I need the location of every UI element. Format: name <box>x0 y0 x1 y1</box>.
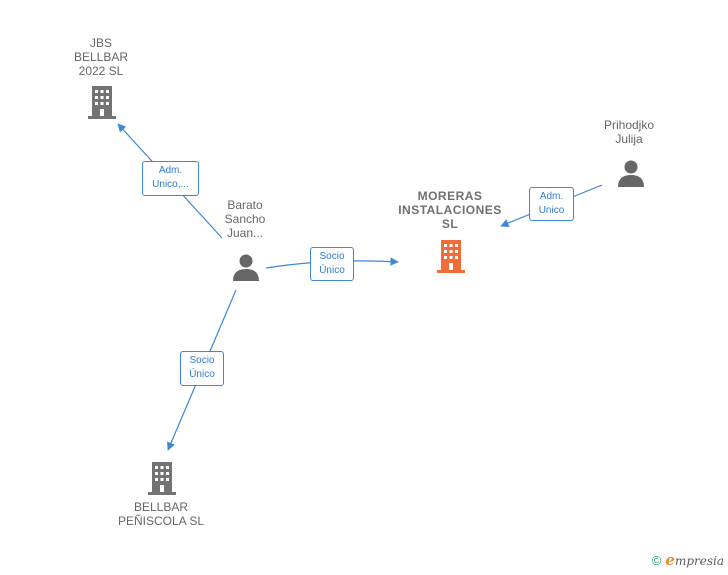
edge-label-adm-unico-jbs[interactable]: Adm. Unico,... <box>142 161 199 196</box>
footer-brand[interactable]: © empresia <box>652 551 724 569</box>
node-label-barato[interactable]: Barato Sancho Juan... <box>224 198 266 240</box>
building-icon[interactable] <box>86 84 118 120</box>
edge-label-adm-unico-moreras[interactable]: Adm. Unico <box>529 187 574 221</box>
person-icon[interactable] <box>616 158 646 188</box>
edge-label-socio-unico-bellbar[interactable]: Socio Único <box>180 351 224 386</box>
node-label-prihodjko[interactable]: Prihodjko Julija <box>603 118 655 146</box>
person-icon[interactable] <box>231 252 261 282</box>
node-label-bellbar[interactable]: BELLBAR PEÑISCOLA SL <box>117 500 205 528</box>
node-label-moreras[interactable]: MORERAS INSTALACIONES SL <box>398 189 502 231</box>
node-label-jbs[interactable]: JBS BELLBAR 2022 SL <box>73 36 129 78</box>
brand-logo: empresia <box>665 551 724 569</box>
building-icon[interactable] <box>146 460 178 496</box>
copyright-icon: © <box>651 552 662 568</box>
building-icon-main[interactable] <box>434 238 468 274</box>
edge-label-socio-unico-moreras[interactable]: Socio Único <box>310 247 354 281</box>
